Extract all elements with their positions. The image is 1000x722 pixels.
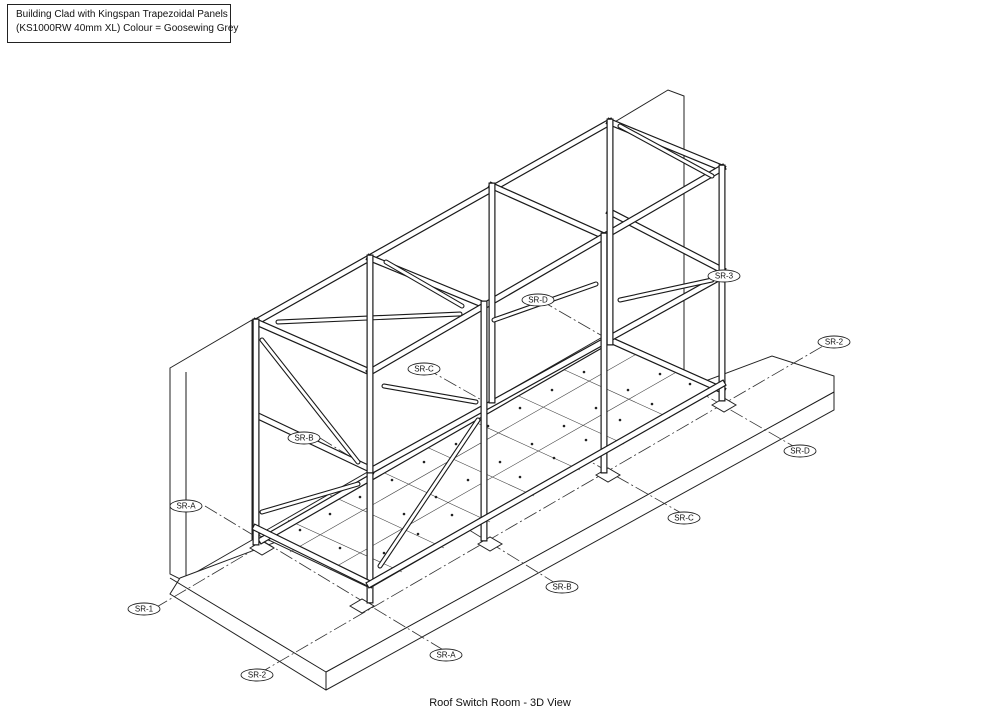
grid-label-sr-a-bottom: SR-A [429,648,463,662]
svg-text:SR-1: SR-1 [135,605,154,614]
grid-line-sr-c [424,367,691,519]
svg-text:SR-3: SR-3 [715,272,734,281]
slab-top-edge [325,391,835,673]
grid-label-sr-a-left: SR-A [169,499,203,513]
steel-frame [251,117,727,604]
svg-text:SR-2: SR-2 [825,338,844,347]
view-caption: Roof Switch Room - 3D View [429,697,571,709]
roof-slab [169,355,835,691]
svg-text:SR-2: SR-2 [248,671,267,680]
left-wall [169,319,253,583]
grid-label-sr-2-right: SR-2 [817,335,851,349]
svg-text:SR-C: SR-C [674,514,694,523]
grid-label-sr-b-bottom: SR-B [545,580,579,594]
cladding-note-line-1: Building Clad with Kingspan Trapezoidal … [16,9,228,20]
grid-label-sr-b-mid: SR-B [287,431,321,445]
svg-text:SR-A: SR-A [176,502,196,511]
grid-label-sr-d-right: SR-D [783,444,817,458]
svg-text:SR-D: SR-D [790,447,810,456]
grid-label-sr-1-left: SR-1 [127,602,161,616]
slab-front-edge [169,577,327,673]
grid-label-sr-c-bottom: SR-C [667,511,701,525]
grid-line-sr-a [204,505,451,655]
grid-label-sr-c-mid: SR-C [407,362,441,376]
svg-text:SR-B: SR-B [294,434,313,443]
grid-label-sr-d-mid: SR-D [521,293,555,307]
cladding-note-line-2: (KS1000RW 40mm XL) Colour = Goosewing Gr… [16,23,239,34]
svg-text:SR-A: SR-A [436,651,456,660]
svg-text:SR-B: SR-B [552,583,571,592]
svg-text:SR-D: SR-D [528,296,548,305]
base-plates [249,397,737,614]
grid-line-sr-2 [257,341,831,675]
cladding-note: Building Clad with Kingspan Trapezoidal … [7,4,239,43]
svg-text:SR-C: SR-C [414,365,434,374]
grid-label-sr-3-right: SR-3 [707,269,741,283]
grid-label-sr-2-bottom: SR-2 [240,668,274,682]
